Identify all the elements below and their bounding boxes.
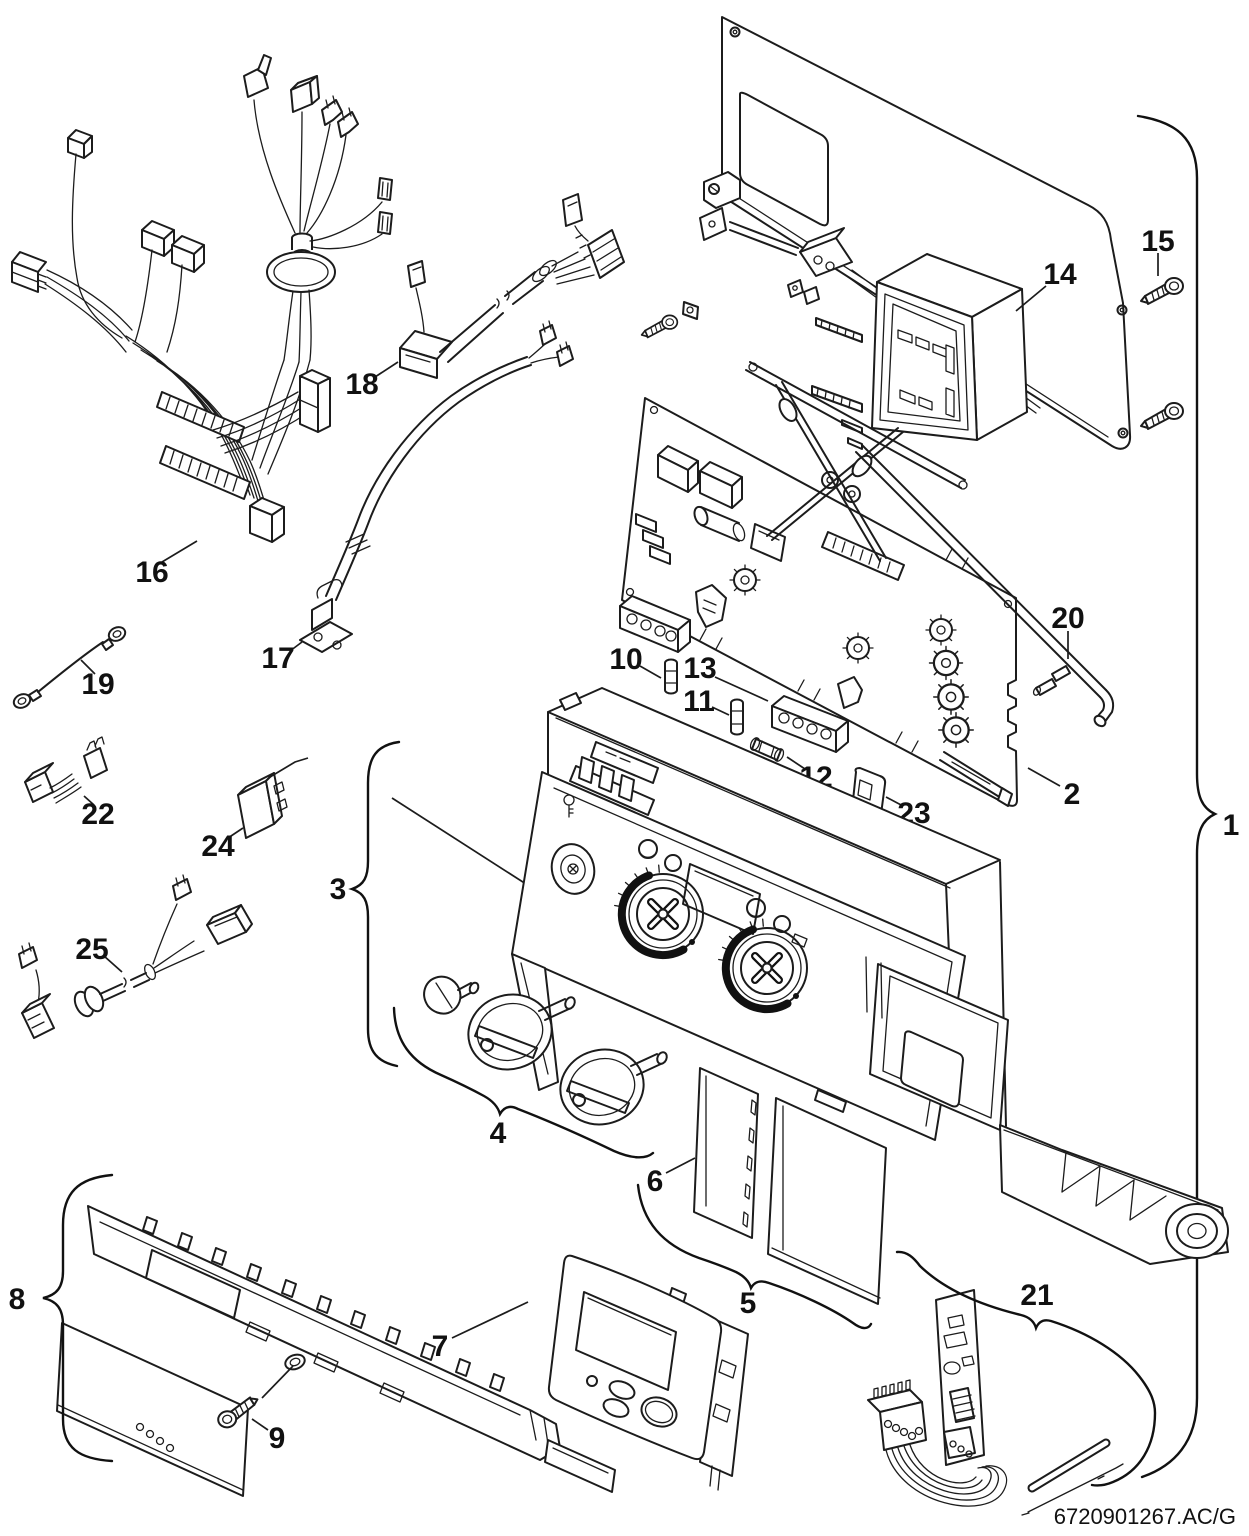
part-10-fuse (664, 658, 678, 695)
part-label-13: 13 (683, 652, 716, 685)
leader-18 (374, 361, 399, 378)
part-9-screw (214, 1365, 294, 1430)
leader-23 (885, 796, 904, 807)
leader-19 (80, 659, 96, 675)
part-22-ribbon-link (24, 736, 108, 804)
leader-22 (83, 795, 95, 806)
part-24-module (237, 757, 309, 839)
leader-11 (711, 706, 730, 716)
group-bracket-8 (42, 1173, 114, 1463)
leader-17 (289, 641, 303, 652)
part-17-cable (299, 320, 574, 653)
key-icon (563, 794, 575, 818)
part-label-1: 1 (1223, 809, 1240, 842)
part-18-cable-assembly (399, 193, 625, 379)
part-label-8: 8 (9, 1283, 26, 1316)
part-label-11: 11 (683, 685, 715, 718)
part-label-14: 14 (1043, 258, 1077, 291)
group-bracket-4 (392, 1006, 655, 1159)
leader-25 (103, 955, 123, 973)
part-label-3: 3 (330, 873, 347, 906)
part-label-10: 10 (609, 643, 642, 676)
part-label-21: 21 (1020, 1279, 1053, 1312)
part-5-shield (767, 1089, 887, 1305)
part-19-earth-wire (12, 626, 127, 709)
leader-7 (451, 1301, 529, 1339)
part-label-15: 15 (1141, 225, 1174, 258)
part-label-6: 6 (647, 1165, 664, 1198)
part-label-2: 2 (1064, 778, 1081, 811)
part-label-17: 17 (261, 642, 294, 675)
leader-2 (1027, 767, 1061, 787)
part-label-19: 19 (81, 668, 114, 701)
part-12-fuse (749, 737, 785, 762)
part-16-wiring-harness (11, 54, 393, 543)
part-13-terminal-block (771, 676, 863, 753)
part-label-9: 9 (269, 1422, 286, 1455)
group-bracket-5 (636, 1183, 873, 1330)
leader-13 (714, 676, 769, 702)
part-label-20: 20 (1051, 602, 1084, 635)
part-label-16: 16 (135, 556, 168, 589)
part-4-knobs (423, 975, 670, 1136)
group-bracket-1 (1136, 114, 1218, 1479)
leader-10 (639, 665, 662, 679)
part-11-fuse (730, 698, 744, 736)
leader-16 (161, 540, 198, 563)
part-3-control-housing (391, 687, 1229, 1265)
leader-24 (227, 827, 244, 839)
part-14-transformer (811, 253, 1028, 450)
part-2-control-board (619, 397, 1018, 807)
part-25-sensor-cable (18, 874, 253, 1039)
leader-9 (251, 1418, 269, 1431)
leader-6 (665, 1157, 696, 1174)
part-label-18: 18 (345, 368, 378, 401)
part-6-shield (693, 1067, 759, 1239)
part-20-support-rod (745, 361, 1115, 728)
part-label-4: 4 (490, 1117, 507, 1150)
part-8-front-panel (56, 1205, 561, 1497)
document-code: 6720901267.AC/G (1054, 1504, 1236, 1529)
part-7-display-unit (544, 1254, 749, 1493)
part-21-board (867, 1289, 1124, 1516)
part-label-5: 5 (740, 1287, 757, 1320)
part-label-24: 24 (201, 830, 235, 863)
group-bracket-3 (348, 740, 401, 1068)
leader-14 (1015, 285, 1047, 312)
part-label-25: 25 (75, 933, 108, 966)
part-label-7: 7 (432, 1330, 449, 1363)
part-label-22: 22 (81, 798, 114, 831)
leader-12 (786, 756, 806, 770)
part-back-panel (640, 16, 1132, 450)
group-bracket-21 (895, 1250, 1157, 1487)
